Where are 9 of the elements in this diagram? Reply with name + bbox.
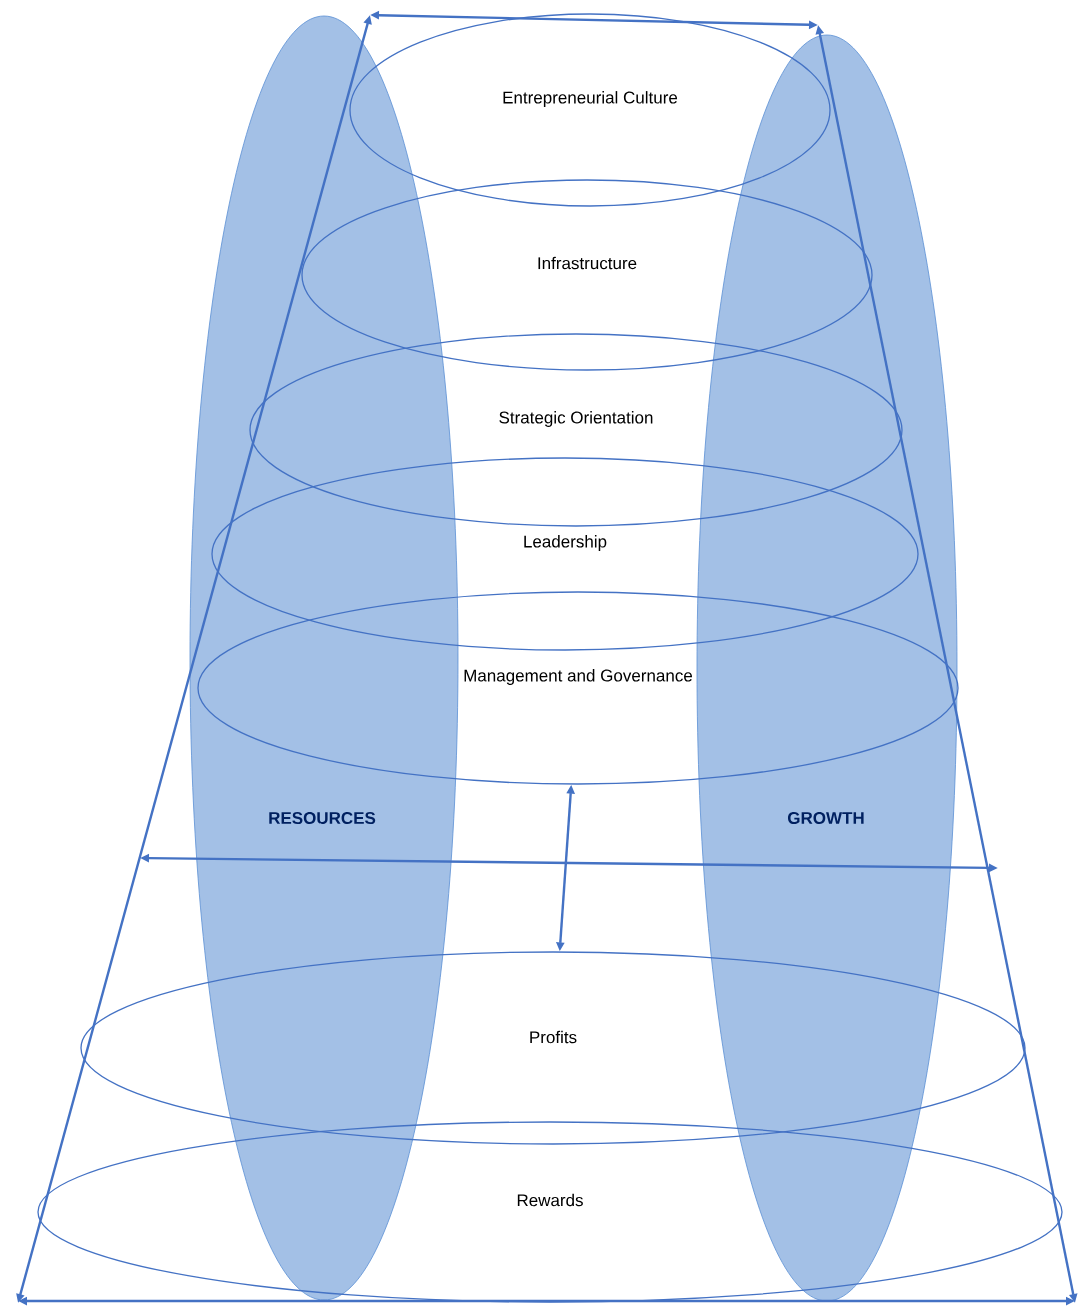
ellipse-label: Profits: [530, 1030, 577, 1044]
ellipse-label: RESOURCES: [269, 812, 376, 825]
ellipse-label: Entrepreneurial Culture: [503, 91, 678, 107]
ellipse-label: Strategic Orientation: [499, 411, 653, 427]
ellipse-label: Rewards: [517, 1193, 583, 1207]
ellipse-label: GROWTH: [788, 812, 864, 825]
ellipse-label: Infrastructure: [538, 256, 637, 270]
ellipse-label: Management and Governance: [464, 669, 693, 685]
ellipse-label: Leadership: [524, 535, 607, 551]
